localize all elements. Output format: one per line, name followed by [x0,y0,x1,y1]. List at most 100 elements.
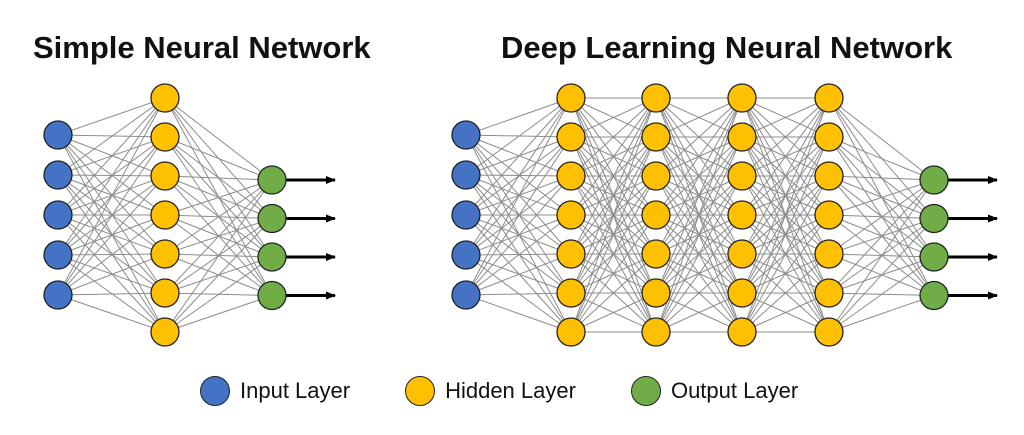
connection-line [655,97,743,177]
hidden-node [556,317,586,347]
connection-line [655,136,743,333]
connection-line [828,179,935,216]
hidden-node [556,83,586,113]
hidden-node [641,239,671,269]
connection-line [465,292,572,296]
deep-network-title: Deep Learning Neural Network [501,30,953,65]
connection-line [570,136,657,333]
hidden-node [814,122,844,152]
legend-label-hidden: Hidden Layer [445,378,576,403]
hidden-node [556,200,586,230]
hidden-node [641,317,671,347]
output-node [919,165,949,195]
connection-line [570,253,657,333]
connection-line [164,175,273,181]
connection-line [465,97,572,136]
hidden-node [150,122,180,152]
legend-item-output: Output Layer [630,376,799,406]
connection-line [57,97,166,256]
connection-line [655,97,743,216]
connection-line [465,97,572,256]
connection-line [570,97,657,216]
hidden-layer-circle-icon [405,376,436,406]
input-node [451,280,481,310]
hidden-node [150,317,180,347]
legend-label-output: Output Layer [670,378,799,403]
hidden-node [727,200,757,230]
connection-line [828,179,935,333]
output-node [257,242,287,272]
connection-line [57,214,166,296]
connection-line [655,175,743,333]
hidden-node [641,161,671,191]
input-node [451,120,481,150]
input-layer-circle-icon [200,376,230,406]
output-node [257,280,287,311]
connection-line [828,97,935,181]
connection-line [57,294,166,333]
hidden-node [150,239,180,269]
connection-line [570,97,657,255]
hidden-node [814,278,844,308]
connection-line [655,214,743,333]
input-node [43,240,73,270]
connection-line [570,214,657,333]
connection-line [828,295,935,333]
connection-line [741,97,830,177]
input-node [43,200,73,230]
connection-line [57,97,166,136]
connection-line [57,292,166,296]
connection-line [164,97,273,181]
legend-item-input: Input Layer [200,376,350,406]
connection-line [465,97,572,296]
output-node [257,203,287,234]
hidden-node [814,200,844,230]
output-node [919,280,949,311]
hidden-node [641,278,671,308]
input-node [43,120,73,150]
hidden-node [556,278,586,308]
connection-line [164,218,273,333]
connection-line [465,136,572,296]
simple-network [43,83,336,347]
connection-line [57,253,166,296]
connection-line [741,97,830,255]
connection-line [57,97,166,296]
connection-line [655,292,743,333]
hidden-node [641,122,671,152]
connection-line [828,218,935,333]
connection-line [741,97,830,138]
output-node [919,203,949,234]
input-node [451,240,481,270]
connection-line [164,295,273,333]
connection-line [465,175,572,296]
hidden-node [150,278,180,308]
hidden-node [814,317,844,347]
hidden-node [727,122,757,152]
hidden-node [150,83,180,113]
hidden-node [814,239,844,269]
connection-line [465,253,572,296]
deep-network [451,83,998,347]
connection-line [570,175,657,333]
output-node [257,165,287,195]
connection-line [465,97,572,216]
connection-line [570,97,657,177]
connection-line [57,136,166,296]
connection-line [655,97,743,138]
hidden-node [727,278,757,308]
legend: Input Layer Hidden Layer Output Layer [200,376,798,406]
network-diagram [43,83,998,347]
connection-line [741,253,830,333]
connection-line [465,214,572,296]
connection-line [741,97,830,216]
connection-line [57,97,166,176]
input-node [451,200,481,230]
legend-item-hidden: Hidden Layer [405,376,576,406]
connection-line [164,256,273,333]
connection-line [828,256,935,333]
hidden-node [814,161,844,191]
connection-line [741,97,830,294]
connection-line [164,179,273,333]
connection-line [164,179,273,255]
